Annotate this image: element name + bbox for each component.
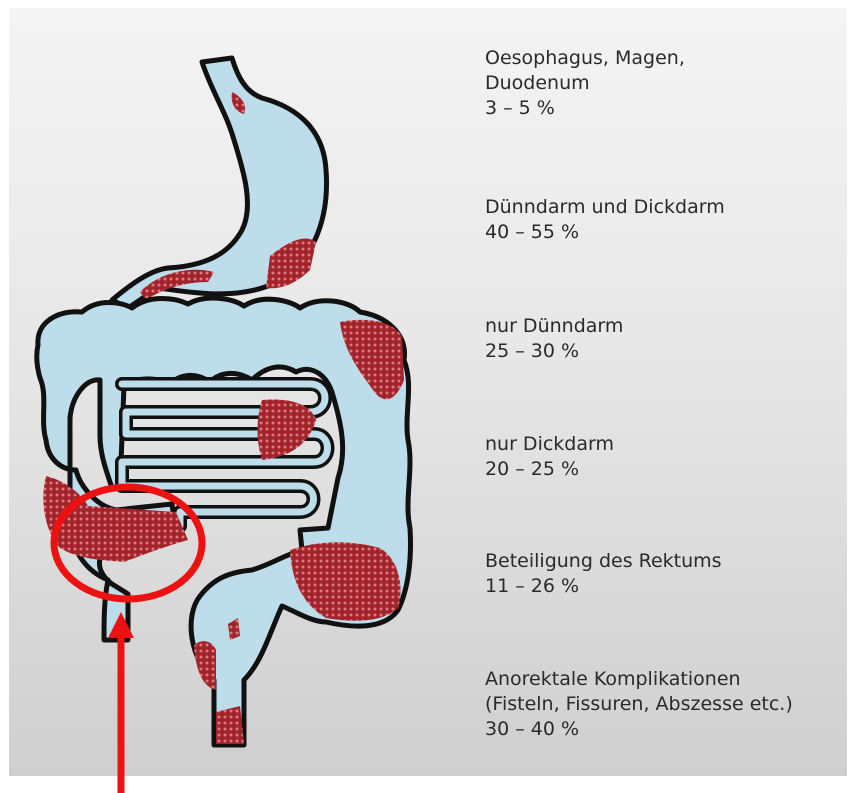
stat-small-and-large-intestine: Dünndarm und Dickdarm 40 – 55 % — [485, 195, 725, 245]
stat-label-line: Anorektale Komplikationen — [485, 667, 793, 692]
stat-anorectal-complications: Anorektale Komplikationen (Fisteln, Fiss… — [485, 667, 793, 742]
stat-label-line: Dünndarm und Dickdarm — [485, 195, 725, 220]
stat-rectum-involvement: Beteiligung des Rektums 11 – 26 % — [485, 549, 722, 599]
stat-value: 25 – 30 % — [485, 339, 623, 364]
ileum-lesion — [258, 400, 317, 460]
rectum-lesion — [194, 641, 216, 690]
anal-lesion — [216, 706, 244, 744]
stat-value: 3 – 5 % — [485, 96, 685, 121]
stat-value: 40 – 55 % — [485, 220, 725, 245]
stat-value: 20 – 25 % — [485, 457, 614, 482]
stat-label-line: nur Dickdarm — [485, 432, 614, 457]
stat-label-line: (Fisteln, Fissuren, Abszesse etc.) — [485, 692, 793, 717]
stat-large-intestine-only: nur Dickdarm 20 – 25 % — [485, 432, 614, 482]
stat-label-line: nur Dünndarm — [485, 314, 623, 339]
stat-small-intestine-only: nur Dünndarm 25 – 30 % — [485, 314, 623, 364]
stat-label-line: Duodenum — [485, 71, 685, 96]
stat-value: 30 – 40 % — [485, 717, 793, 742]
stat-upper-gi: Oesophagus, Magen, Duodenum 3 – 5 % — [485, 46, 685, 121]
stat-label-line: Beteiligung des Rektums — [485, 549, 722, 574]
stat-value: 11 – 26 % — [485, 574, 722, 599]
stat-label-line: Oesophagus, Magen, — [485, 46, 685, 71]
